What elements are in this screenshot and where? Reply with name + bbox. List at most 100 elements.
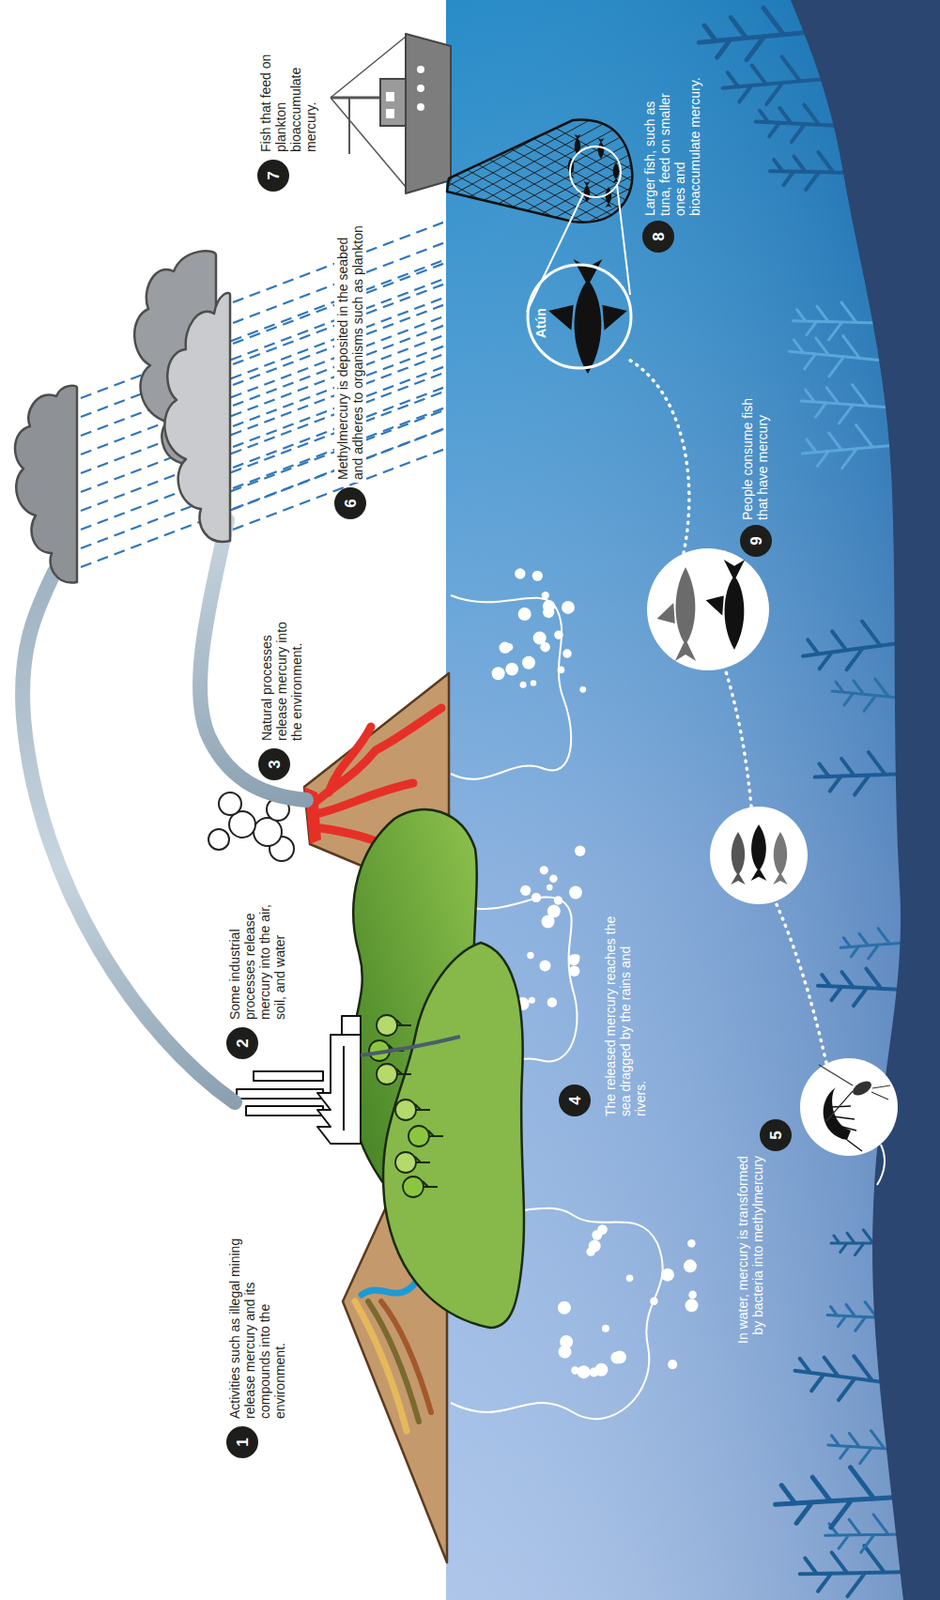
- tree: [395, 1152, 431, 1173]
- bubble: [528, 997, 536, 1004]
- bubble: [687, 1239, 695, 1248]
- small-fish: [751, 824, 768, 881]
- shark-fin: [657, 602, 676, 624]
- seaweed-plant: [775, 1467, 908, 1528]
- bubble: [518, 607, 532, 621]
- food-chain-path: [724, 668, 752, 807]
- mining-mountain: [354, 1301, 432, 1432]
- food-chain-circles: [647, 548, 770, 671]
- rain-line: [80, 391, 444, 530]
- callout-number: 9: [739, 524, 772, 557]
- tree: [376, 1015, 412, 1036]
- seaweed-plant: [723, 56, 827, 105]
- fishing-boat: [416, 103, 425, 111]
- seaweed-plant: [800, 1545, 913, 1597]
- net-mesh: [441, 110, 648, 224]
- step-description: In water, mercury is transformed by bact…: [735, 1155, 766, 1344]
- bubble: [539, 865, 549, 875]
- bubble: [683, 1259, 697, 1273]
- bubble: [561, 600, 575, 615]
- bubble: [577, 1365, 591, 1379]
- step-description: Larger fish, such as tuna, feed on small…: [642, 75, 703, 216]
- runoff-plume: [450, 595, 571, 780]
- step-description: Some industrial processes release mercur…: [226, 881, 289, 1023]
- bubble: [568, 954, 580, 966]
- step-description: Methylmercury is deposited in the seabed…: [334, 217, 367, 483]
- net-mesh: [441, 54, 648, 168]
- seabed: [790, 0, 940, 1600]
- seaweed-plant: [802, 620, 907, 670]
- step-description: Fish that feed on plankton bioaccumulate…: [257, 37, 320, 155]
- food-chain-circles: [647, 548, 898, 1156]
- net-mesh: [441, 268, 648, 382]
- tree: [395, 1099, 431, 1121]
- volcano-smoke: [208, 829, 230, 850]
- step-description: People consume fish that have mercury: [739, 379, 771, 521]
- small-fish: [772, 832, 787, 885]
- seaweed-plant: [840, 928, 907, 959]
- bubble: [626, 1274, 634, 1282]
- factory: [341, 1016, 361, 1035]
- bubble: [688, 1291, 697, 1300]
- bubble: [613, 1351, 627, 1365]
- bubble: [562, 648, 572, 659]
- bubble: [541, 591, 550, 600]
- green-hills: [348, 809, 524, 1328]
- bubble: [547, 997, 557, 1007]
- sea: [446, 0, 940, 1600]
- bubble: [539, 959, 551, 971]
- seaweed-plant: [698, 7, 812, 61]
- dolphin: [724, 559, 745, 650]
- bubble: [667, 1359, 678, 1370]
- bubble: [579, 686, 586, 694]
- bubble-cluster: [557, 1224, 699, 1379]
- factory: [360, 1036, 461, 1056]
- food-chain-circles: [800, 1058, 898, 1156]
- fishing-net: [441, 0, 648, 449]
- net-mesh: [441, 291, 648, 404]
- mercury-vapour: [200, 520, 307, 801]
- fishing-boat: [416, 84, 425, 93]
- factory: [236, 1016, 461, 1144]
- bubble: [569, 886, 583, 900]
- bubble: [505, 662, 519, 677]
- small-fish: [730, 832, 745, 885]
- fishing-boat: [385, 108, 395, 119]
- food-chain-path: [775, 902, 827, 1064]
- step-callout: 6Methylmercury is deposited in the seabe…: [334, 487, 367, 520]
- callout-number: 1: [226, 1426, 259, 1459]
- step-callout: 5In water, mercury is transformed by bac…: [759, 1119, 792, 1152]
- step-callout: 3Natural processes release mercury into …: [258, 748, 291, 781]
- bubble: [554, 895, 563, 905]
- bubble: [526, 952, 534, 959]
- plankton-leader: [877, 1144, 885, 1186]
- net-mesh: [441, 0, 648, 111]
- copepod-antennae: [818, 1064, 891, 1122]
- rain-line: [80, 372, 444, 511]
- callout-number: 7: [257, 159, 290, 192]
- tree-crown: [376, 1015, 398, 1036]
- krill-legs: [831, 1106, 863, 1152]
- volcano: [328, 726, 371, 793]
- net-mesh: [441, 279, 648, 393]
- ring-outline: [527, 264, 632, 369]
- net-mesh: [441, 9, 648, 123]
- bubble: [547, 904, 561, 918]
- net-mesh: [441, 234, 648, 348]
- net-mesh: [441, 88, 648, 201]
- volcano: [315, 708, 442, 802]
- bubble: [514, 568, 525, 579]
- net-fish: [613, 162, 620, 184]
- clouds: [15, 250, 231, 583]
- tree: [408, 1125, 444, 1147]
- rain-line: [80, 297, 444, 436]
- net-mesh: [441, 0, 648, 100]
- sea: [446, 0, 940, 1600]
- net-mesh: [441, 324, 648, 438]
- fishing-boat: [330, 96, 381, 100]
- rain-line: [80, 335, 444, 474]
- bubble: [532, 570, 543, 582]
- fishing-boat: [380, 78, 407, 126]
